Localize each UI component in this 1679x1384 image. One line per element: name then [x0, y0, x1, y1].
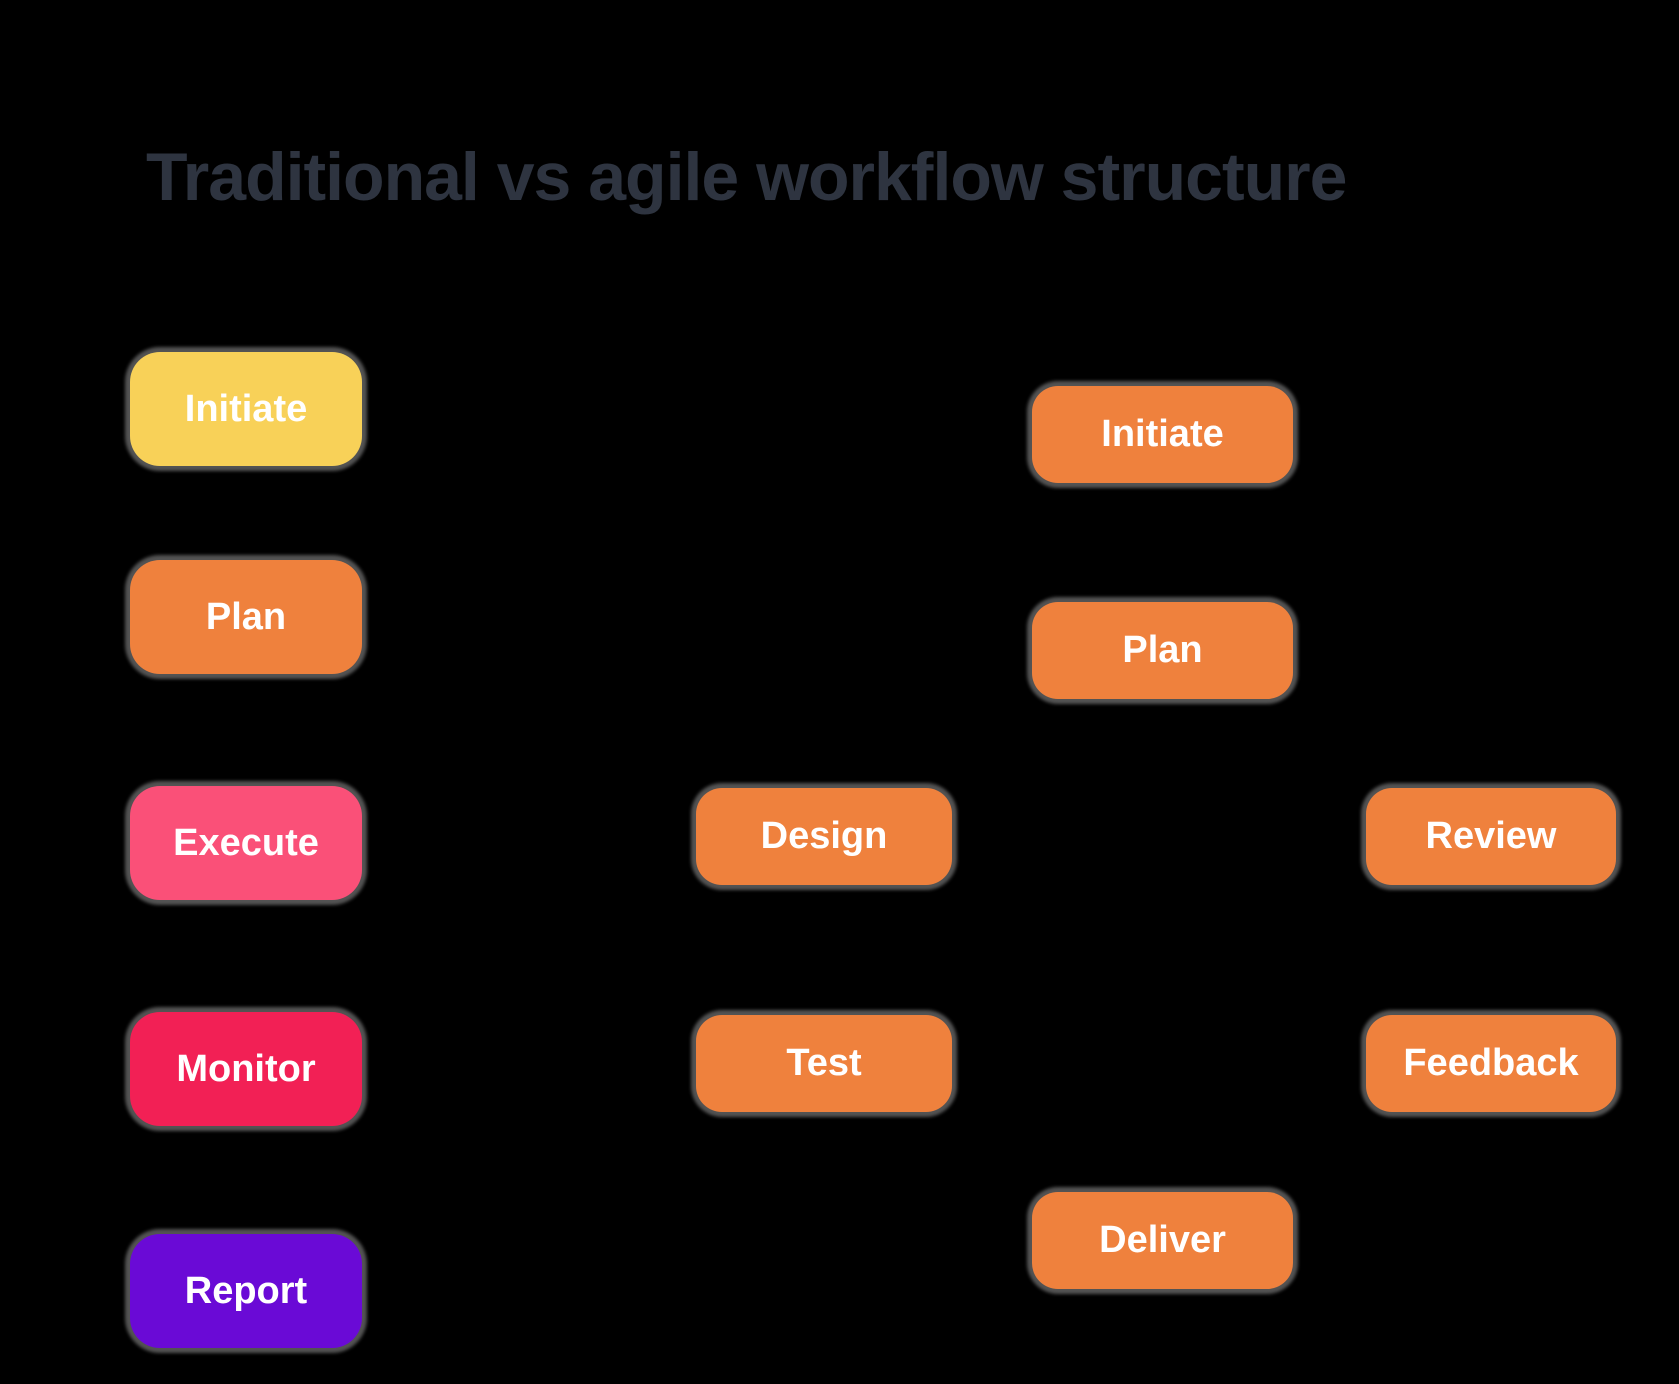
node-agile-plan: Plan — [1032, 602, 1293, 699]
node-traditional-initiate: Initiate — [130, 352, 362, 466]
node-agile-deliver: Deliver — [1032, 1192, 1293, 1289]
node-traditional-plan: Plan — [130, 560, 362, 674]
diagram-title: Traditional vs agile workflow structure — [146, 139, 1347, 215]
node-traditional-report: Report — [130, 1234, 362, 1348]
node-agile-review: Review — [1366, 788, 1616, 885]
node-traditional-monitor: Monitor — [130, 1012, 362, 1126]
node-agile-feedback: Feedback — [1366, 1015, 1616, 1112]
node-agile-test: Test — [696, 1015, 952, 1112]
node-agile-initiate: Initiate — [1032, 386, 1293, 483]
node-agile-design: Design — [696, 788, 952, 885]
node-traditional-execute: Execute — [130, 786, 362, 900]
